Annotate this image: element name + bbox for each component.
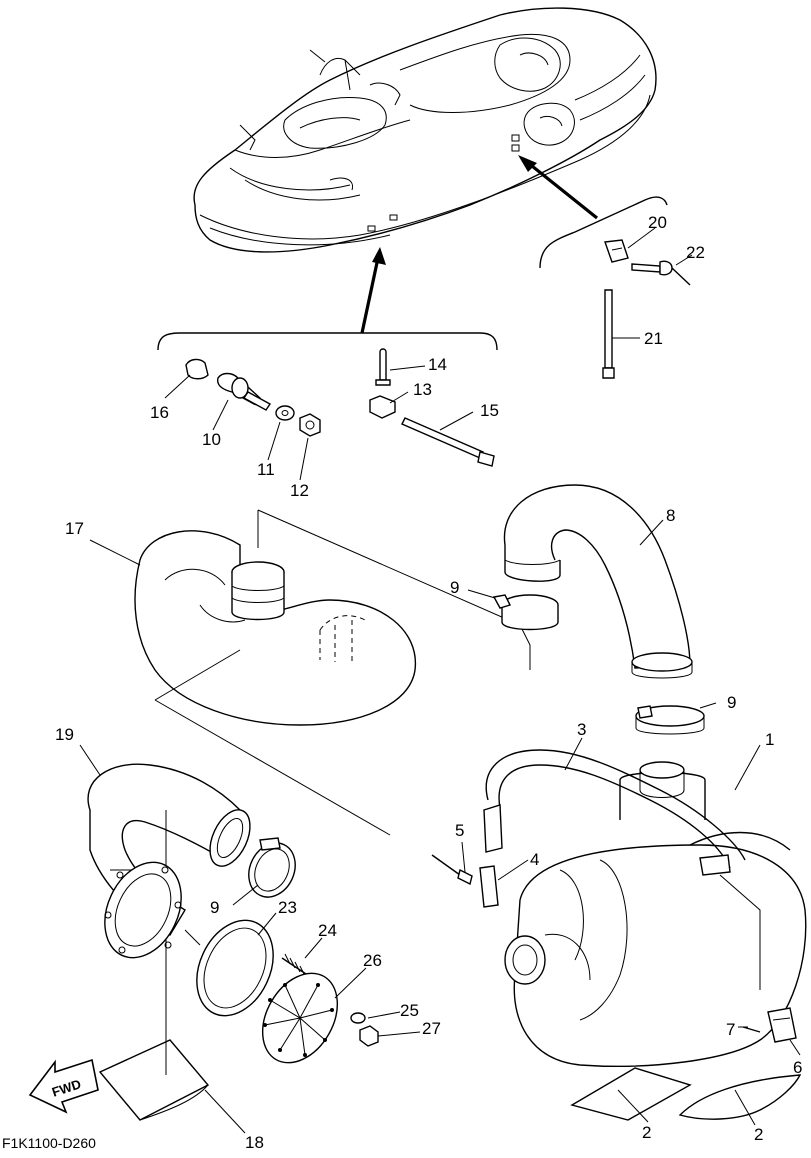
callout-22: 22 bbox=[686, 243, 705, 262]
callout-leaders bbox=[79, 227, 801, 1134]
bracket-front bbox=[157, 332, 498, 351]
forward-direction-indicator bbox=[28, 1058, 99, 1114]
callout-19: 19 bbox=[55, 725, 74, 744]
callout-14: 14 bbox=[428, 355, 447, 374]
callout-26: 26 bbox=[363, 951, 382, 970]
callout-17: 17 bbox=[65, 519, 84, 538]
callout-23: 23 bbox=[278, 898, 297, 917]
callout-9a: 9 bbox=[450, 578, 459, 597]
callout-labels: 1 2 2 3 4 5 6 7 8 9 9 9 10 11 12 13 14 1… bbox=[55, 213, 802, 1152]
clamp-9-middle bbox=[492, 594, 559, 631]
callout-16: 16 bbox=[150, 403, 169, 422]
callout-11: 11 bbox=[257, 460, 275, 479]
callout-21: 21 bbox=[644, 329, 663, 348]
callout-9b: 9 bbox=[727, 693, 736, 712]
callout-20: 20 bbox=[648, 213, 667, 232]
clamp-9-upper bbox=[635, 705, 705, 735]
callout-10: 10 bbox=[202, 430, 221, 449]
callout-7: 7 bbox=[726, 1020, 735, 1039]
leader-arrow-front bbox=[360, 257, 380, 334]
callout-1: 1 bbox=[765, 730, 774, 749]
sheet-18 bbox=[98, 1039, 210, 1121]
bolt-5 bbox=[431, 854, 461, 876]
bracket-6 bbox=[767, 1007, 797, 1043]
gasket-23 bbox=[184, 919, 274, 1017]
sheet-2b bbox=[678, 1074, 802, 1120]
exhaust-tube-8 bbox=[503, 484, 693, 679]
bracket-4 bbox=[479, 865, 499, 908]
sheet-2a bbox=[570, 1067, 692, 1121]
callout-15: 15 bbox=[480, 401, 499, 420]
callout-9c: 9 bbox=[210, 898, 219, 917]
rear-hardware-group bbox=[602, 239, 691, 379]
callout-13: 13 bbox=[413, 380, 432, 399]
water-lock-17 bbox=[134, 509, 531, 836]
callout-12: 12 bbox=[290, 481, 309, 500]
callout-2a: 2 bbox=[642, 1123, 651, 1142]
screw-7 bbox=[742, 1026, 761, 1033]
callout-25: 25 bbox=[400, 1001, 419, 1020]
hardware-group bbox=[185, 348, 495, 467]
callout-5: 5 bbox=[455, 821, 464, 840]
plate-26 bbox=[261, 972, 339, 1064]
callout-3: 3 bbox=[577, 720, 586, 739]
clamp-9-lower bbox=[248, 837, 296, 898]
callout-24: 24 bbox=[318, 921, 337, 940]
watercraft-illustration bbox=[193, 7, 657, 253]
bracket-rear bbox=[539, 196, 668, 269]
leader-arrow-rear bbox=[526, 160, 598, 220]
strap-3 bbox=[483, 749, 746, 876]
muffler-1 bbox=[504, 761, 807, 1067]
nut-27 bbox=[359, 1025, 379, 1047]
callout-6: 6 bbox=[793, 1058, 802, 1077]
callout-2b: 2 bbox=[754, 1125, 763, 1144]
drawing-code: F1K1100-D260 bbox=[2, 1135, 96, 1151]
callout-27: 27 bbox=[422, 1019, 441, 1038]
callout-8: 8 bbox=[666, 506, 675, 525]
washer-25 bbox=[350, 1012, 366, 1024]
callout-4: 4 bbox=[530, 850, 539, 869]
flange-plate bbox=[104, 861, 182, 959]
callout-18: 18 bbox=[245, 1133, 264, 1152]
